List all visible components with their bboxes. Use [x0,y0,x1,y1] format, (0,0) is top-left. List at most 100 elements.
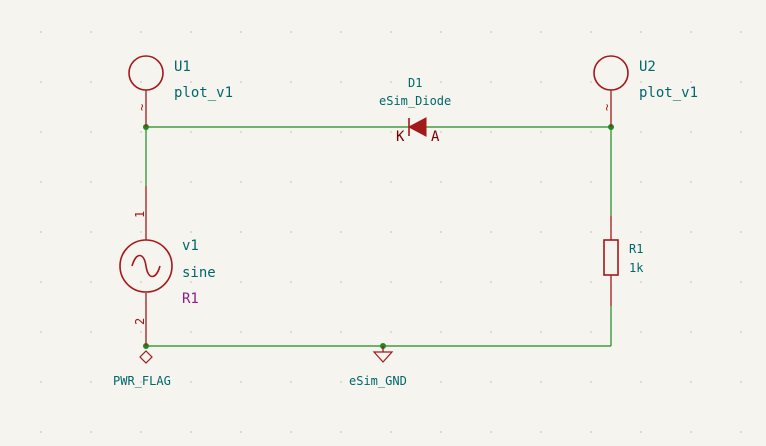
grid-dot [690,131,692,133]
grid-dot [690,381,692,383]
grid-dot [740,31,742,33]
grid-dot [290,331,292,333]
grid-dot [240,81,242,83]
grid-dot [440,381,442,383]
u2-probe-circle [593,55,629,91]
grid-dot [390,231,392,233]
grid-dot [440,31,442,33]
grid-dot [40,131,42,133]
grid-dot [490,331,492,333]
grid-dot [440,231,442,233]
grid-dot [290,381,292,383]
grid-dot [90,331,92,333]
grid-dot [390,431,392,433]
pwr-flag-diamond [139,350,153,364]
grid-dot [340,281,342,283]
junctions [143,124,614,349]
u1-value: plot_v1 [174,85,233,101]
grid-dot [640,381,642,383]
grid-dot [490,281,492,283]
grid-dot [190,431,192,433]
grid-dot [40,81,42,83]
grid-dot [640,81,642,83]
grid-dot [140,331,142,333]
u2-value: plot_v1 [639,85,698,101]
grid-dot [690,431,692,433]
d1-pin-a: A [431,129,440,145]
component-r1[interactable]: R1 1k [603,216,644,306]
grid-dot [240,31,242,33]
grid-dot [490,431,492,433]
grid-dot [590,381,592,383]
d1-reference: D1 [408,76,422,90]
grid-dot [190,81,192,83]
grid-dot [390,81,392,83]
grid-dot [740,81,742,83]
grid-dot [190,131,192,133]
grid-dot [340,431,342,433]
grid-dot [540,331,542,333]
grid-dot [640,31,642,33]
grid-dot [540,231,542,233]
grid-dot [240,381,242,383]
grid-dot [40,231,42,233]
grid-dot [590,31,592,33]
grid-dot [90,431,92,433]
grid-dot [590,81,592,83]
grid-dot [740,381,742,383]
grid-dot [640,231,642,233]
component-pwr-flag[interactable]: PWR_FLAG [113,350,171,388]
grid-dot [490,231,492,233]
grid-dot [290,131,292,133]
component-u2[interactable]: ~ U2 plot_v1 [593,55,698,127]
r1-body [603,239,619,276]
grid-dot [40,281,42,283]
grid-dot [540,281,542,283]
u1-pin-marker: ~ [135,104,149,111]
grid-dot [540,81,542,83]
grid-dot [90,281,92,283]
grid-dot [90,31,92,33]
grid-dot [590,281,592,283]
grid-dot [440,81,442,83]
grid-dot [290,281,292,283]
diode-triangle [407,117,427,137]
v1-reference: v1 [182,238,199,254]
grid-dot [40,381,42,383]
grid-dot [740,231,742,233]
wires [145,126,612,347]
grid-dot [90,81,92,83]
grid-dot [740,131,742,133]
grid-dot [90,131,92,133]
grid-dot [590,331,592,333]
grid-dot [140,181,142,183]
grid-dot [740,281,742,283]
grid-dot [240,131,242,133]
grid-dot [590,431,592,433]
grid-dot [740,431,742,433]
grid-dot [40,331,42,333]
grid-dot [740,331,742,333]
grid-dot [640,431,642,433]
grid-dot [540,131,542,133]
component-u1[interactable]: ~ U1 plot_v1 [128,55,233,127]
grid-dot [390,181,392,183]
grid-dot [340,131,342,133]
component-v1[interactable]: 1 2 v1 sine R1 [119,186,216,346]
d1-pin-k: K [396,129,405,145]
r1-reference: R1 [629,242,643,256]
ground-symbol-icon [372,351,394,363]
grid-dot [190,181,192,183]
component-d1[interactable]: D1 eSim_Diode K A [379,76,451,145]
grid-dots [40,31,742,433]
grid-dot [90,231,92,233]
grid-dot [690,331,692,333]
grid-dot [390,381,392,383]
grid-dot [340,331,342,333]
component-gnd[interactable]: eSim_GND [349,346,407,388]
grid-dot [690,81,692,83]
grid-dot [240,331,242,333]
grid-dot [690,231,692,233]
